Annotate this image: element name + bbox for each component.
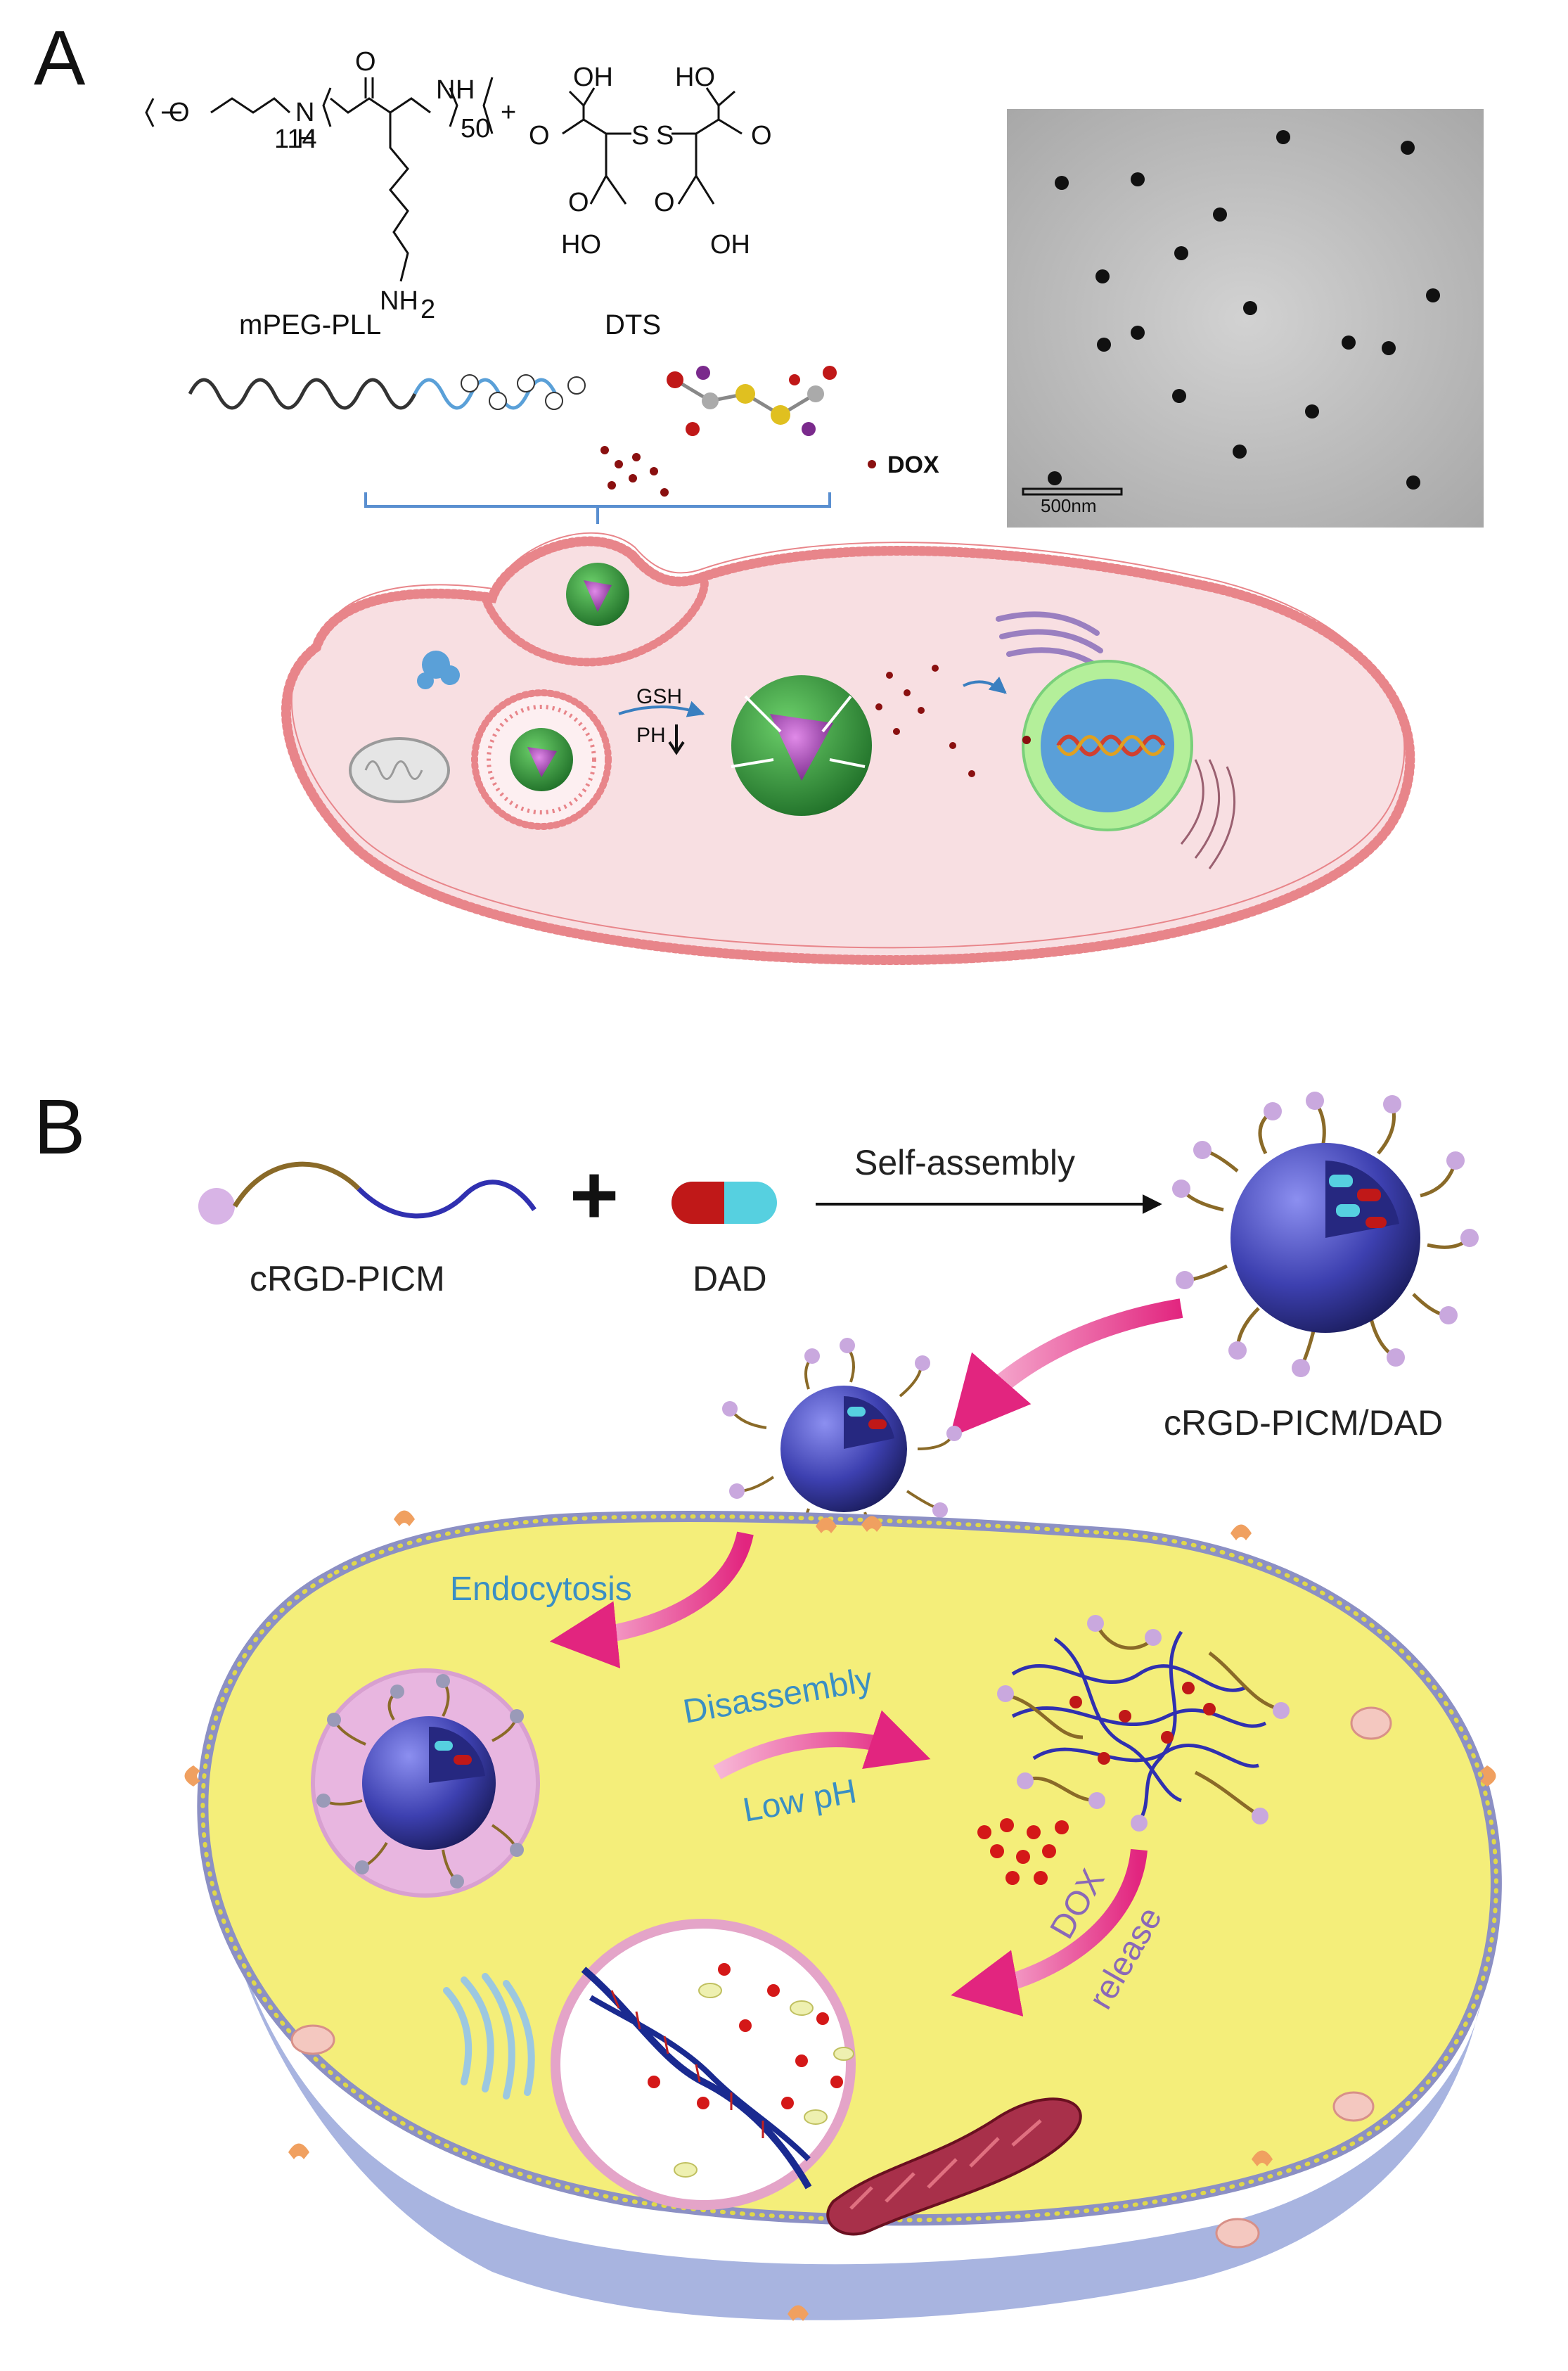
dts-ball-stick: [667, 366, 837, 436]
receptors: [184, 1510, 1496, 2321]
crgd-picm-label: cRGD-PICM: [250, 1259, 445, 1298]
crgd-picm-dad-label: cRGD-PICM/DAD: [1164, 1403, 1443, 1443]
chem-sub-50: 50: [461, 114, 490, 143]
nucleus-a: [1022, 660, 1193, 831]
chem-dts-ho1: HO: [675, 63, 715, 92]
chem-dts-o3: O: [568, 188, 589, 217]
chem-dts-s1: S: [631, 121, 649, 151]
nucleus-b: [551, 1919, 856, 2210]
chem-h-1: H: [297, 124, 316, 154]
endosome: [471, 689, 612, 830]
endosome-b: [311, 1668, 540, 1898]
peg-chain: [188, 378, 417, 410]
chem-dts-oh2: OH: [710, 230, 750, 260]
disassembled-dox: [1069, 1682, 1216, 1765]
cell-a: GSH PH: [281, 532, 1415, 966]
dox-legend-label: DOX: [887, 452, 939, 478]
chem-o-1: O: [169, 98, 190, 127]
dox-dots: [600, 446, 669, 497]
gsh-arrow: [618, 701, 705, 717]
dad-capsule-icon: [671, 1182, 777, 1224]
micelle-entering: [566, 563, 629, 626]
micelle-small: [722, 1338, 962, 1557]
er-a: [1180, 759, 1236, 869]
cell-b: Endocytosis: [184, 1510, 1502, 2321]
tem-scale-label: 500nm: [1041, 495, 1097, 516]
released-dox: [875, 665, 975, 777]
panel-a-letter: A: [34, 15, 86, 101]
plus-sign: +: [570, 1148, 619, 1242]
chem-o-2: O: [355, 47, 376, 77]
chem-sub-114: 114: [274, 124, 317, 154]
free-dox-cluster: [977, 1818, 1069, 1885]
mpeg-pll-label: mPEG-PLL: [239, 309, 381, 340]
vesicles: [290, 1706, 1392, 2249]
approach-arrow: [949, 1298, 1183, 1438]
chem-dts-ho2: HO: [561, 230, 601, 260]
ph-label: PH: [636, 724, 666, 747]
mpeg-pll-structure: [145, 77, 494, 282]
er-b: [826, 2097, 1082, 2236]
golgi-b: [443, 1973, 535, 2100]
micelle-swollen: [731, 675, 872, 816]
chem-plus: +: [501, 98, 516, 127]
ph-down-arrow: [668, 724, 685, 755]
dox-release-arrow: [951, 1848, 1148, 2017]
chem-nh2-sub: 2: [420, 295, 435, 324]
gsh-label: GSH: [636, 685, 682, 708]
micelle-large-core: [1230, 1143, 1420, 1333]
mitochondrion: [349, 737, 450, 803]
dad-label: DAD: [693, 1259, 767, 1298]
ribosome-icon: [417, 651, 460, 689]
crgd-picm-polymer: [198, 1161, 536, 1225]
assembly-bracket: [364, 492, 831, 524]
invagination: [481, 573, 709, 667]
dox-legend-dot: [868, 460, 876, 468]
dox-transport-arrow: [963, 676, 1007, 694]
pll-charges: [461, 374, 586, 410]
disassembly-arrow: [713, 1710, 931, 1779]
panel-b: B cRGD-PICM + DAD Self-assembly: [34, 1084, 1502, 2321]
chem-dts-o1: O: [529, 121, 550, 151]
dts-structure: [562, 87, 743, 205]
disassembled-heads: [997, 1615, 1290, 1832]
dts-label: DTS: [605, 309, 661, 340]
endocytosis-label: Endocytosis: [450, 1571, 632, 1608]
chem-dts-o2: O: [751, 121, 772, 151]
panel-a: A O N H 114 O N H 50 NH 2 +: [34, 15, 1484, 966]
chem-n-2: N: [436, 75, 455, 105]
panel-b-letter: B: [34, 1084, 85, 1170]
chem-nh2: NH: [380, 286, 418, 316]
endocytosis-arrow: [549, 1531, 754, 1669]
tem-nanoparticles: [1048, 130, 1440, 490]
self-assembly-label: Self-assembly: [854, 1143, 1075, 1182]
chem-n-1: N: [295, 98, 314, 127]
chem-dts-s2: S: [656, 121, 674, 151]
chem-h-2: H: [456, 75, 475, 105]
chem-dts-o4: O: [654, 188, 675, 217]
tem-image: 500nm: [1007, 109, 1484, 528]
micelle-large-heads: [1172, 1092, 1479, 1377]
chem-dts-oh1: OH: [573, 63, 613, 92]
